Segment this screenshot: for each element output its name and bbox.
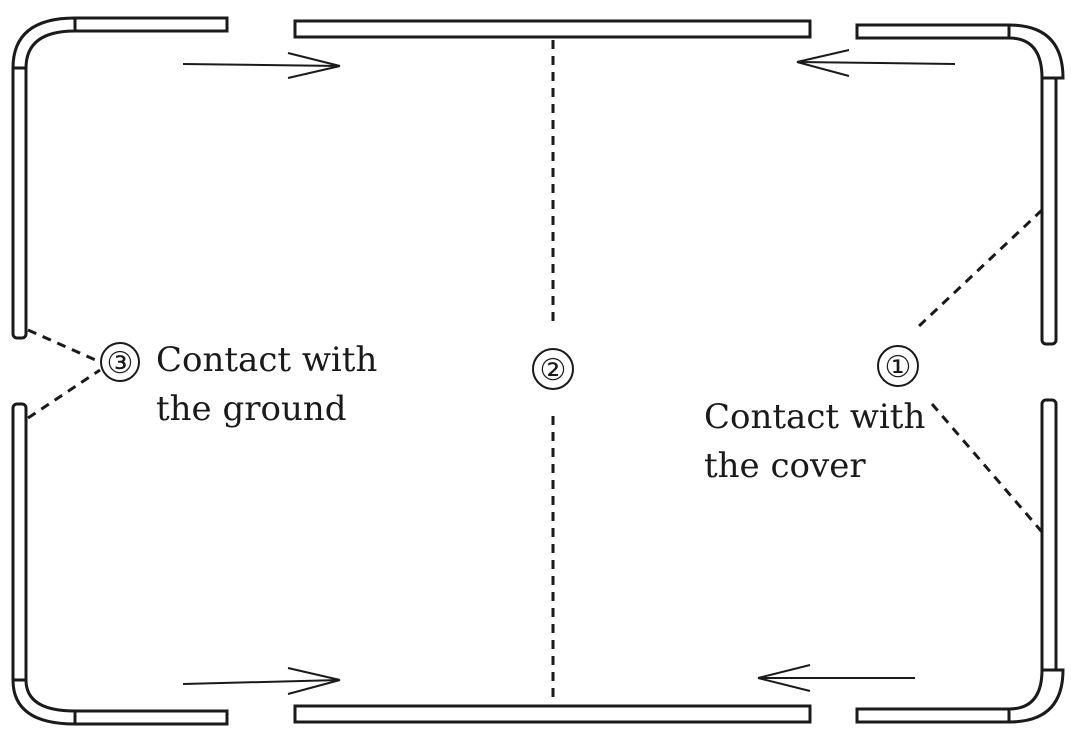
- right-lower-bar: [1040, 398, 1058, 674]
- leader-3-lower: [27, 368, 101, 420]
- left-upper-bar: [11, 64, 28, 340]
- marker-3: ③: [100, 342, 140, 382]
- leader-1-upper: [916, 208, 1044, 329]
- marker-2-text: ②: [540, 353, 567, 388]
- corner-bottom-left: [11, 678, 77, 726]
- top-right-bar: [855, 23, 1011, 40]
- corner-top-left: [11, 16, 77, 70]
- corner-bottom-right: [1007, 668, 1065, 724]
- left-lower-bar: [11, 402, 28, 684]
- bottom-right-bar: [855, 707, 1011, 724]
- top-left-bar: [73, 16, 229, 33]
- bottom-left-bar: [73, 709, 229, 726]
- bottom-center-bar: [293, 704, 812, 724]
- leader-1-lower: [930, 403, 1044, 533]
- corner-top-right: [1007, 23, 1065, 80]
- arrow-top-left: [182, 52, 341, 79]
- marker-1: ①: [877, 345, 919, 387]
- arrow-bottom-left: [182, 667, 341, 695]
- arrow-top-right: [796, 49, 956, 77]
- ground-label-line2: the ground: [156, 389, 347, 429]
- cover-label-line1: Contact with: [704, 397, 926, 437]
- leader-3-upper: [27, 328, 101, 364]
- top-center-bar: [293, 19, 812, 39]
- marker-1-text: ①: [885, 350, 912, 385]
- cover-label-line2: the cover: [704, 446, 866, 486]
- arrow-bottom-right: [757, 664, 915, 692]
- marker-3-text: ③: [107, 346, 134, 381]
- ground-label-line1: Contact with: [156, 340, 378, 380]
- marker-2: ②: [532, 348, 574, 390]
- right-upper-bar: [1040, 74, 1058, 346]
